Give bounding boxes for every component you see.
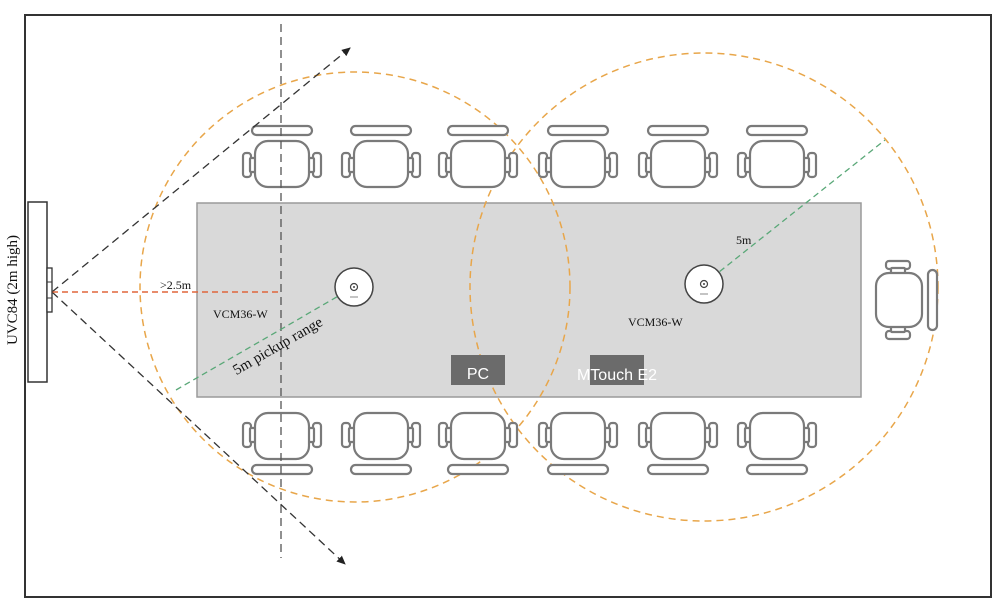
chair-icon bbox=[437, 124, 519, 189]
mic-label-left: VCM36-W bbox=[213, 307, 268, 321]
chair-icon bbox=[736, 124, 818, 189]
radius-label: 5m bbox=[736, 233, 752, 247]
mic-label-right: VCM36-W bbox=[628, 315, 683, 329]
chair-icon bbox=[537, 124, 619, 189]
chair-icon bbox=[736, 411, 818, 476]
chairs bbox=[241, 124, 939, 476]
mtouch-label: MTouch E2 bbox=[577, 367, 657, 384]
radius-line-left bbox=[175, 286, 355, 391]
radius-line-right bbox=[703, 139, 886, 285]
room-outline bbox=[24, 14, 992, 598]
chair-icon bbox=[537, 411, 619, 476]
chair-icon bbox=[241, 124, 323, 189]
chair-icon bbox=[437, 411, 519, 476]
chair-icon bbox=[874, 259, 939, 341]
chair-icon bbox=[241, 411, 323, 476]
distance-label: >2.5m bbox=[160, 278, 192, 292]
ceiling-mic-icon bbox=[334, 267, 374, 307]
chair-icon bbox=[340, 411, 422, 476]
pc-box bbox=[451, 355, 505, 385]
display-panel bbox=[27, 201, 48, 383]
chair-icon bbox=[637, 411, 719, 476]
ceiling-mic-icon bbox=[684, 264, 724, 304]
conference-table bbox=[196, 202, 862, 398]
chair-icon bbox=[340, 124, 422, 189]
chair-icon bbox=[637, 124, 719, 189]
camera-label: UVC84 (2m high) bbox=[5, 235, 21, 345]
mtouch-box bbox=[590, 355, 644, 385]
pickup-circle-left bbox=[139, 71, 571, 503]
camera-icon bbox=[46, 267, 53, 313]
camera-fov-bottom bbox=[51, 291, 346, 565]
pc-label: PC bbox=[467, 366, 489, 383]
